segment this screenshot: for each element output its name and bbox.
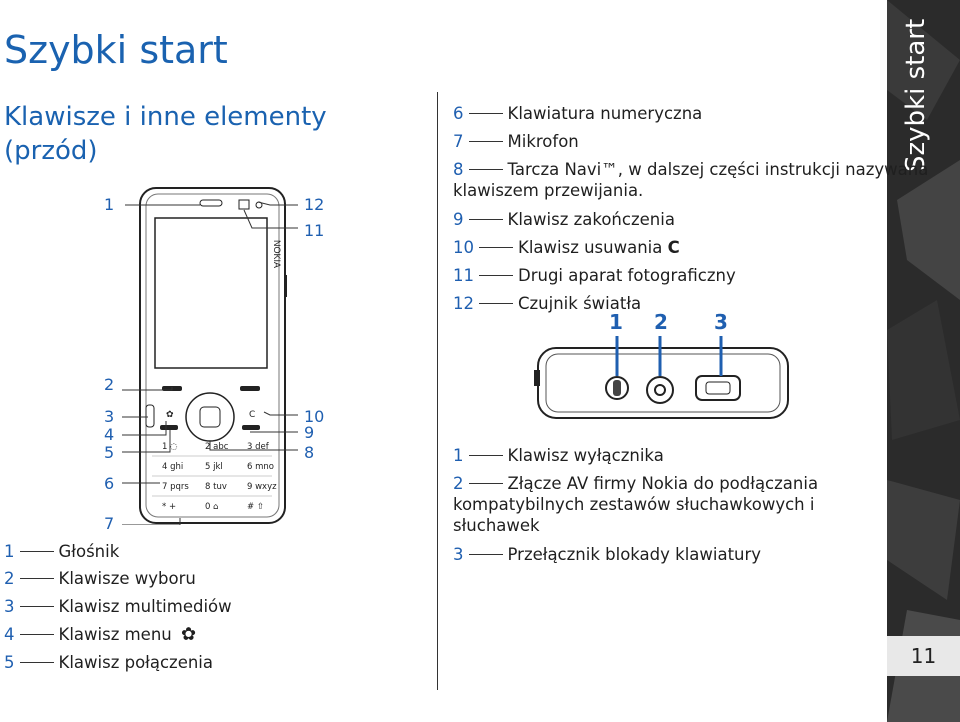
callout-10: 10 <box>304 407 325 426</box>
keypad-key: 5 jkl <box>205 462 223 472</box>
page-number: 11 <box>910 644 937 668</box>
keypad-key: 7 pqrs <box>162 482 189 492</box>
side-tab-pattern <box>887 0 960 722</box>
callout-5: 5 <box>104 443 115 462</box>
top-callout-3: 3 <box>714 310 728 334</box>
clear-key-label: C <box>667 238 680 257</box>
keypad-key: 6 mno <box>247 462 274 472</box>
keypad-key: * + <box>162 502 176 512</box>
top-callout-1: 1 <box>609 310 623 334</box>
top-callout-2: 2 <box>654 310 668 334</box>
callout-2: 2 <box>104 375 115 394</box>
keypad-key: # ⇧ <box>247 502 264 512</box>
keypad-key: 3 def <box>247 442 270 452</box>
phone-top-diagram <box>534 336 789 419</box>
keypad-key: 4 ghi <box>162 462 183 472</box>
page-title: Szybki start <box>4 28 228 72</box>
brand-label: NOKIA <box>272 240 282 268</box>
callout-4: 4 <box>104 425 115 444</box>
side-tab-label: Szybki start <box>901 18 931 172</box>
keypad-key: 0 ⌂ <box>205 502 219 512</box>
keypad-key: 9 wxyz <box>247 482 277 492</box>
keypad-key: 2 abc <box>205 442 229 452</box>
callout-8: 8 <box>304 443 315 462</box>
menu-key-icon: ✿ <box>181 624 197 645</box>
keypad-key: 8 tuv <box>205 482 227 492</box>
callout-7: 7 <box>104 514 115 533</box>
side-tab: Szybki start <box>887 0 960 722</box>
svg-text:✿: ✿ <box>166 410 174 420</box>
callout-3: 3 <box>104 407 115 426</box>
callout-12: 12 <box>304 195 325 214</box>
callout-11: 11 <box>304 221 325 240</box>
column-divider <box>437 92 438 690</box>
callout-6: 6 <box>104 474 115 493</box>
svg-text:C: C <box>249 410 255 420</box>
callout-1: 1 <box>104 195 115 214</box>
section-title: Klawisze i inne elementy (przód) <box>4 102 327 166</box>
callout-9: 9 <box>304 423 315 442</box>
